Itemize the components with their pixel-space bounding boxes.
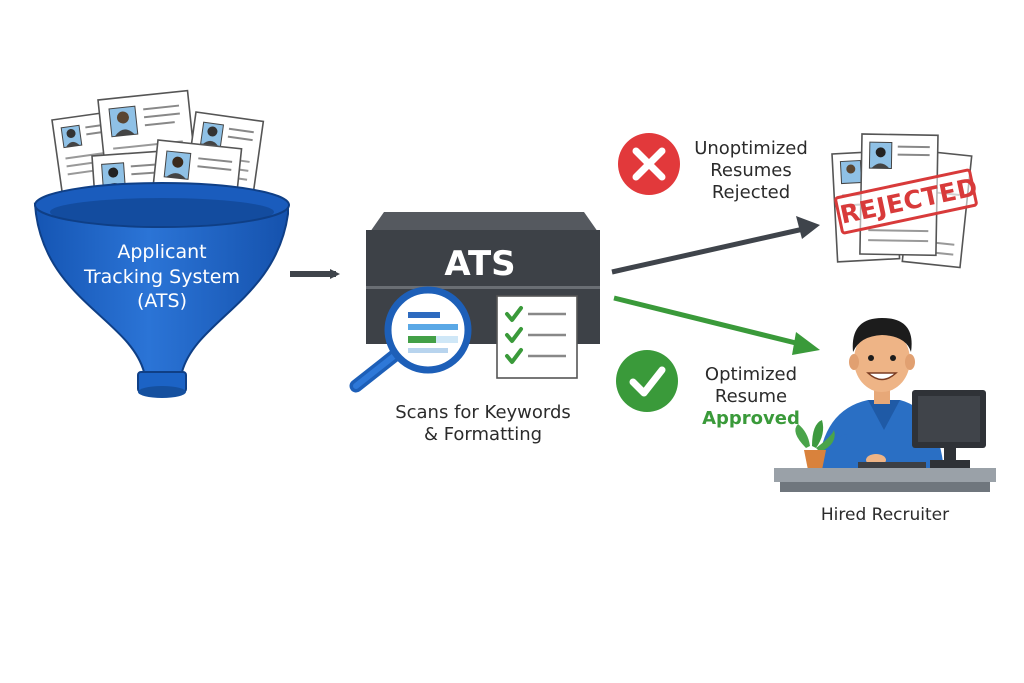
desk [774,468,996,482]
funnel-icon [33,182,290,398]
recruiter-label: Hired Recruiter [820,505,950,525]
rejected-label: Unoptimized Resumes Rejected [676,138,826,204]
scan-caption: Scans for Keywords & Formatting [378,402,588,446]
monitor-icon [912,390,986,468]
funnel-label-line2: Tracking System [84,265,240,288]
magnifier-icon [349,286,472,393]
approve-arrow [613,295,809,349]
plant-icon [795,420,835,470]
scan-caption-line1: Scans for Keywords [395,402,571,423]
rejected-label-line3: Rejected [711,181,791,203]
approved-label-line2: Resume [714,385,788,407]
funnel-label: Applicant Tracking System (ATS) [72,240,252,314]
desk-front [780,482,990,492]
scan-caption-line2: & Formatting [423,423,543,445]
recruiter-icon [818,318,944,470]
reject-arrow [611,225,809,275]
approved-label-line1: Optimized [704,364,798,385]
approved-label: Optimized Resume Approved [676,364,826,430]
rejected-label-line1: Unoptimized [694,138,808,159]
reject-arrow-head [796,216,820,239]
x-icon [618,133,680,195]
rejected-label-line2: Resumes [710,159,792,181]
funnel-label-line1: Applicant [117,241,207,263]
approved-label-line3: Approved [702,407,800,429]
checklist-icon [496,295,578,379]
ats-title: ATS [444,244,516,284]
funnel-label-line3: (ATS) [136,290,187,313]
approve-arrow-head [792,332,820,355]
check-icon [616,350,678,412]
keyboard [858,462,926,468]
